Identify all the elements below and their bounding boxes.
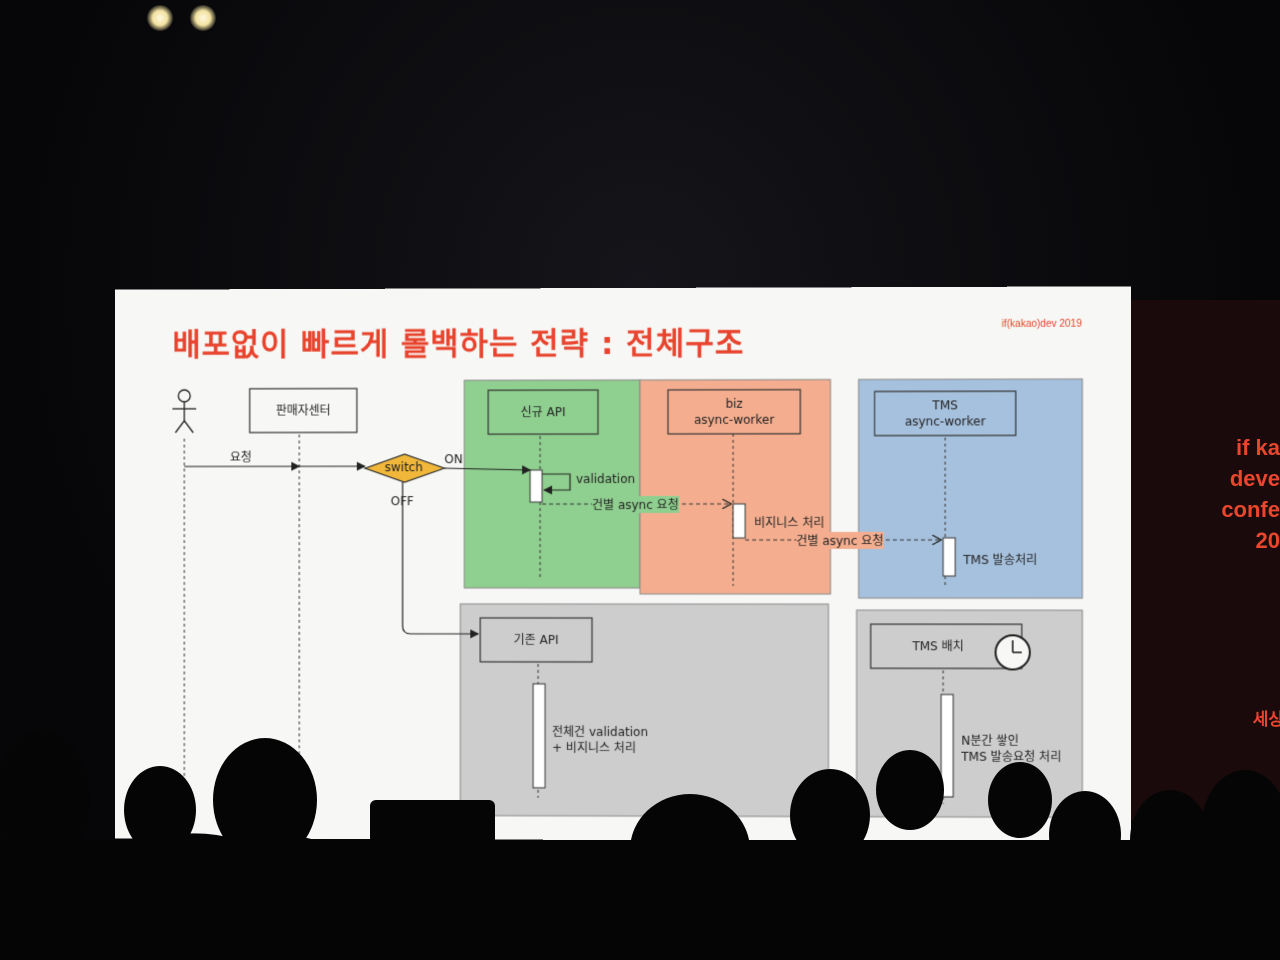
- activation-biz-worker: [733, 504, 745, 538]
- user-actor-icon: [172, 390, 196, 433]
- biz-process-label: 비지니스 처리: [754, 515, 825, 530]
- tms-worker-label: TMS async-worker: [904, 398, 986, 429]
- request-label: 요청: [229, 450, 252, 465]
- presentation-slide: 배포없이 빠르게 롤백하는 전략 : 전체구조 if(kakao)dev 201…: [115, 286, 1131, 841]
- batch-process-label: N분간 쌓인 TMS 발송요청 처리: [961, 733, 1062, 765]
- switch-on-label: ON: [444, 452, 463, 467]
- switch-diamond: [365, 454, 445, 482]
- switch-label: switch: [384, 460, 423, 475]
- tms-send-label: TMS 발송처리: [963, 552, 1038, 568]
- ceiling-light-left: [147, 5, 173, 31]
- activation-legacy-api: [533, 683, 547, 790]
- async-request-1-label: 건별 async 요청: [592, 495, 679, 514]
- clock-icon: [996, 635, 1030, 669]
- activation-tms-worker: [943, 538, 955, 576]
- switch-off-label: OFF: [390, 494, 414, 509]
- ceiling-light-right: [190, 5, 216, 31]
- seller-center-box: [250, 389, 357, 433]
- validation-label: validation: [576, 471, 636, 487]
- biz-worker-label: biz async-worker: [693, 396, 775, 427]
- side-screen-text: if ka deve confe 20: [1221, 435, 1280, 553]
- seller-center-label: 판매자센터: [275, 403, 331, 418]
- tms-worker-box: [875, 391, 1016, 435]
- biz-worker-box: [668, 390, 800, 434]
- async-request-2-label: 건별 async 요청: [796, 531, 884, 549]
- activation-tms-batch: [941, 694, 953, 796]
- message-validation-self: [542, 473, 571, 496]
- new-api-box: [488, 389, 599, 436]
- full-validation-label: 전체건 validation + 비지니스 처리: [552, 724, 649, 756]
- side-screen: if ka deve confe 20 세상은 전: [1130, 300, 1280, 820]
- activation-new-api: [530, 470, 544, 504]
- tms-batch-label: TMS 배치: [912, 639, 964, 654]
- legacy-api-label: 기존 API: [513, 632, 559, 647]
- tms-batch-box: [871, 624, 1022, 668]
- side-screen-footer: 세상은 전: [1252, 710, 1280, 729]
- new-api-label: 신규 API: [520, 405, 566, 420]
